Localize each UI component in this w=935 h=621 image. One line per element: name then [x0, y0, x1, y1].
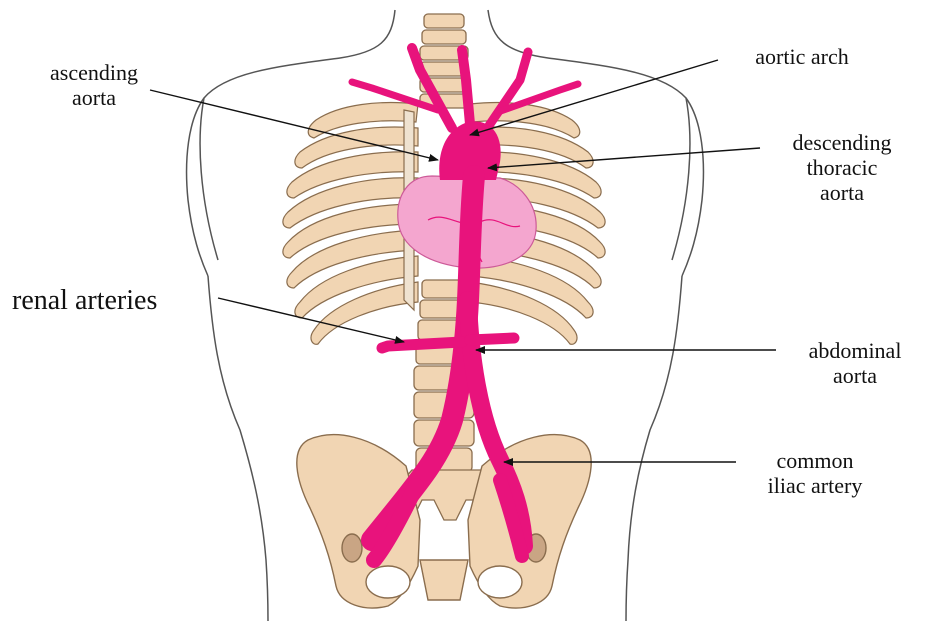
label-descending-thoracic-aorta: descending thoracic aorta: [762, 130, 922, 205]
label-ascending-aorta: ascending aorta: [24, 60, 164, 110]
label-common-iliac-artery: common iliac artery: [740, 448, 890, 498]
label-abdominal-aorta: abdominal aorta: [780, 338, 930, 388]
label-renal-arteries: renal arteries: [12, 286, 222, 316]
pointer-ascending-aorta: [150, 90, 438, 160]
label-aortic-arch: aortic arch: [722, 44, 882, 69]
